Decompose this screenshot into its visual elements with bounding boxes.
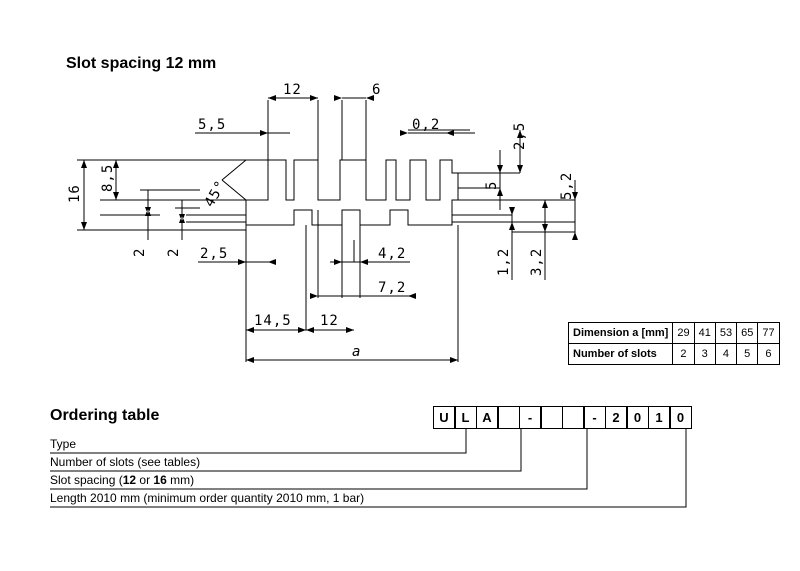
dimension-table: Dimension a [mm] 29 41 53 65 77 Number o… [567, 322, 780, 365]
code-box: - [518, 406, 542, 429]
dim-5-5: 5,5 [198, 117, 226, 133]
code-box: 2 [604, 406, 628, 429]
ordering-title: Ordering table [50, 407, 160, 424]
code-box: U [432, 406, 456, 429]
section-title: Slot spacing 12 mm [66, 55, 217, 72]
code-box-spacing-1[interactable] [540, 406, 563, 429]
order-code: U L A - - 2 0 1 0 [432, 406, 692, 429]
dim-12-top: 12 [283, 82, 302, 98]
code-box: 1 [647, 406, 671, 429]
extension-lines [245, 100, 459, 362]
center-slot-lines [305, 210, 361, 330]
chamfer-line [221, 159, 247, 201]
extension-lines-right [408, 129, 575, 233]
code-box-slots[interactable] [497, 406, 520, 429]
dim-a: a [352, 344, 360, 360]
slots-row: Number of slots 2 3 4 5 6 [567, 343, 780, 365]
dim-5: 5 [484, 181, 500, 190]
left-flange [186, 199, 268, 223]
order-line-slots: Number of slots (see tables) [50, 455, 201, 469]
slots-header: Number of slots [567, 343, 674, 365]
dim-14-5: 14,5 [254, 313, 292, 329]
spacing-or: or [136, 473, 154, 487]
code-box: 0 [669, 406, 692, 429]
dim-2a: 2 [132, 248, 148, 257]
dim-0-2: 0,2 [412, 117, 440, 133]
profile-drawing: 12 6 5,5 0,2 2,5 16 8,5 45° 5 5,2 2 2 2,… [67, 82, 578, 363]
code-box: 0 [626, 406, 649, 429]
dim-16: 16 [67, 184, 83, 203]
order-line-spacing: Slot spacing (12 or 16 mm) [50, 473, 194, 487]
spacing-16: 16 [153, 473, 167, 487]
dim-3-2: 3,2 [529, 248, 545, 276]
dim-2-5-right: 2,5 [512, 122, 528, 150]
order-line-type: Type [50, 437, 77, 451]
code-box-spacing-2[interactable] [561, 406, 585, 429]
dim-6-top: 6 [372, 82, 381, 98]
order-line-length: Length 2010 mm (minimum order quantity 2… [50, 491, 365, 505]
code-box: - [583, 406, 606, 429]
dim-1-2: 1,2 [496, 248, 512, 276]
dim-5-2: 5,2 [559, 172, 575, 200]
dim-8-5: 8,5 [100, 164, 116, 192]
right-flange [452, 199, 575, 223]
dim-7-2: 7,2 [378, 280, 406, 296]
slots-cell: 6 [757, 343, 780, 365]
spacing-mm: mm) [166, 473, 195, 487]
code-box: A [475, 406, 499, 429]
dim-4-2: 4,2 [378, 246, 406, 262]
extension-lines-left [77, 159, 268, 231]
spacing-text: Slot spacing ( [50, 473, 123, 487]
dim-2-5-left: 2,5 [200, 246, 228, 262]
dimension-row: Dimension a [mm] 29 41 53 65 77 [567, 322, 780, 344]
spacing-12: 12 [122, 473, 137, 487]
dim-2b: 2 [166, 248, 182, 257]
dim-12-bottom: 12 [320, 313, 339, 329]
